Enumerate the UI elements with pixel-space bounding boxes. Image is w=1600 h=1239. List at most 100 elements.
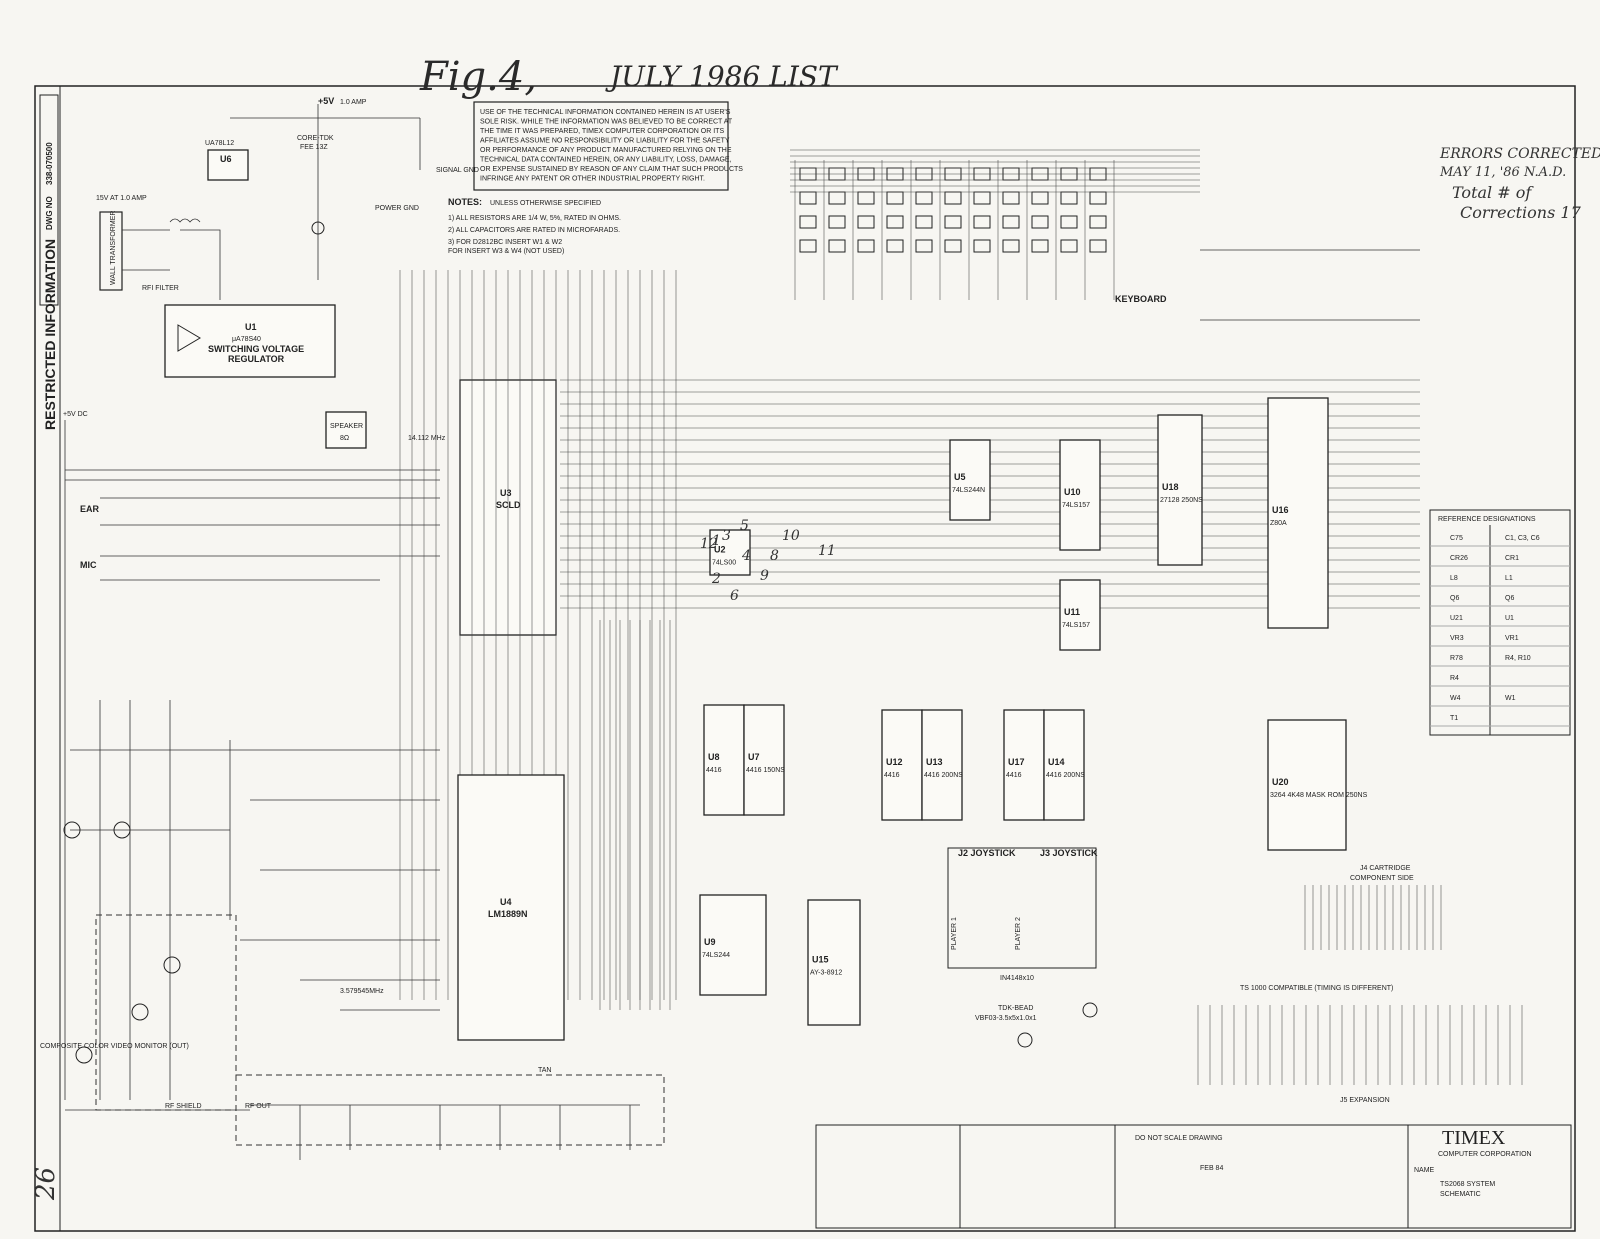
disclaimer-line: THE TIME IT WAS PREPARED, TIMEX COMPUTER… — [480, 128, 724, 135]
chip-u12-ref: U12 — [886, 757, 903, 767]
ref-old: R78 — [1450, 655, 1463, 662]
key-switch — [1089, 239, 1107, 253]
player2-label: PLAYER 2 — [1015, 917, 1022, 950]
ref-old: C75 — [1450, 535, 1463, 542]
chip-u15-part: AY-3-8912 — [810, 970, 842, 977]
company-logo: TIMEX — [1442, 1127, 1506, 1149]
disclaimer-line: TECHNICAL DATA CONTAINED HEREIN, OR ANY … — [480, 157, 732, 164]
hand-number: 8 — [770, 548, 779, 564]
ref-old: U21 — [1450, 615, 1463, 622]
ref-table-box — [1429, 509, 1571, 736]
page-number: 26 — [31, 1167, 61, 1201]
chip-u5-body — [949, 439, 991, 521]
sig-gnd-label: SIGNAL GND — [436, 167, 479, 174]
chip-u10-ref: U10 — [1064, 487, 1081, 497]
inductor-l1 — [169, 218, 201, 223]
chip-u6: U6 UA78L12 — [205, 140, 249, 181]
rf-wires — [250, 1104, 640, 1160]
hand-number: 3 — [722, 528, 731, 544]
xtal2-label: 14.112 MHz — [408, 435, 446, 442]
chip-u16-ref: U16 — [1272, 505, 1289, 515]
title-block: DO NOT SCALE DRAWING TIMEX COMPUTER CORP… — [815, 1124, 1572, 1229]
chip-u18-body — [1157, 414, 1203, 566]
v5-label: +5V — [318, 96, 334, 106]
note-3b: FOR INSERT W3 & W4 (NOT USED) — [448, 248, 564, 255]
transistor-q6 — [1017, 1032, 1033, 1048]
chip-u5-part: 74LS244N — [952, 487, 985, 494]
bead-label: VBF03-3.5x5x1.0x1 — [975, 1015, 1037, 1022]
transistor-q2 — [63, 821, 81, 839]
key-switch — [886, 191, 904, 205]
core-part-label: FEE 13Z — [300, 144, 328, 151]
transistor-q4 — [163, 956, 181, 974]
mic-label: MIC — [80, 560, 97, 570]
chip-u1: U1 μA78S40 SWITCHING VOLTAGE REGULATOR — [164, 304, 336, 378]
chip-u4: U4 LM1889N — [457, 774, 565, 1041]
corner-note-line3: Total # of — [1452, 183, 1534, 202]
corner-note: ERRORS CORRECTED MAY 11, '86 N.A.D. Tota… — [1439, 146, 1600, 222]
tan-label: TAN — [538, 1067, 551, 1074]
chip-u7-ref: U7 — [748, 752, 760, 762]
key-switch — [915, 239, 933, 253]
audio-wires — [100, 497, 440, 581]
chip-u12-part: 4416 — [884, 772, 900, 779]
key-switch — [828, 215, 846, 229]
pwr-gnd-label: POWER GND — [375, 205, 419, 212]
key-switch — [944, 239, 962, 253]
restricted-label: RESTRICTED INFORMATION — [42, 239, 58, 430]
key-switch — [886, 215, 904, 229]
diodes-label: IN4148x10 — [1000, 975, 1034, 982]
ref-new: VR1 — [1505, 635, 1519, 642]
joystick-box — [947, 847, 1097, 969]
u1-desc2: REGULATOR — [228, 354, 285, 364]
chip-u8-ref: U8 — [708, 752, 720, 762]
key-switch — [828, 191, 846, 205]
wall-label: WALL TRANSFORMER — [110, 211, 117, 285]
ref-new: U1 — [1505, 615, 1514, 622]
hand-number: 11 — [818, 543, 836, 559]
dwg-no-label: DWG NO — [45, 196, 54, 230]
key-switch — [799, 215, 817, 229]
key-switch — [915, 215, 933, 229]
chip-u8-part: 4416 — [706, 767, 722, 774]
key-switch — [915, 191, 933, 205]
hand-number: 9 — [760, 568, 769, 584]
title-date: FEB 84 — [1200, 1165, 1223, 1172]
company-name: COMPUTER CORPORATION — [1438, 1151, 1532, 1158]
keyboard-matrix — [790, 149, 1200, 300]
notes-sub: UNLESS OTHERWISE SPECIFIED — [490, 200, 601, 207]
u3-part: SCLD — [496, 500, 521, 510]
ref-new: W1 — [1505, 695, 1516, 702]
disclaimer-line: OR EXPENSE SUSTAINED BY REASON OF ANY CL… — [480, 166, 743, 173]
key-switch — [1002, 191, 1020, 205]
rf-shield-box-left — [95, 914, 237, 1111]
chip-u17-part: 4416 — [1006, 772, 1022, 779]
u4-ref: U4 — [500, 897, 512, 907]
u6-part: UA78L12 — [205, 140, 234, 147]
ref-old: W4 — [1450, 695, 1461, 702]
u1-ref: U1 — [245, 322, 257, 332]
amp-label: 1.0 AMP — [340, 99, 367, 106]
xtal-label: 3.579545MHz — [340, 988, 384, 995]
corner-note-line1: ERRORS CORRECTED — [1439, 146, 1600, 162]
key-switch — [857, 191, 875, 205]
key-switch — [1089, 215, 1107, 229]
expansion-label: J5 EXPANSION — [1340, 1097, 1390, 1104]
speaker-body — [325, 411, 367, 449]
chip-u10-body — [1059, 439, 1101, 551]
key-switch — [1060, 215, 1078, 229]
key-switch — [944, 191, 962, 205]
transistor-q3 — [113, 821, 131, 839]
hand-number: 1 — [712, 533, 721, 549]
title-block-box — [815, 1124, 1572, 1229]
ref-new: C1, C3, C6 — [1505, 535, 1540, 542]
tdk-label: TDK-BEAD — [998, 1005, 1033, 1012]
key-switch — [1002, 239, 1020, 253]
rfi-label: RFI FILTER — [142, 285, 179, 292]
disclaimer-text: USE OF THE TECHNICAL INFORMATION CONTAIN… — [480, 109, 743, 183]
key-switch — [1031, 191, 1049, 205]
hand-number: 12 — [700, 536, 718, 552]
key-switch — [828, 239, 846, 253]
